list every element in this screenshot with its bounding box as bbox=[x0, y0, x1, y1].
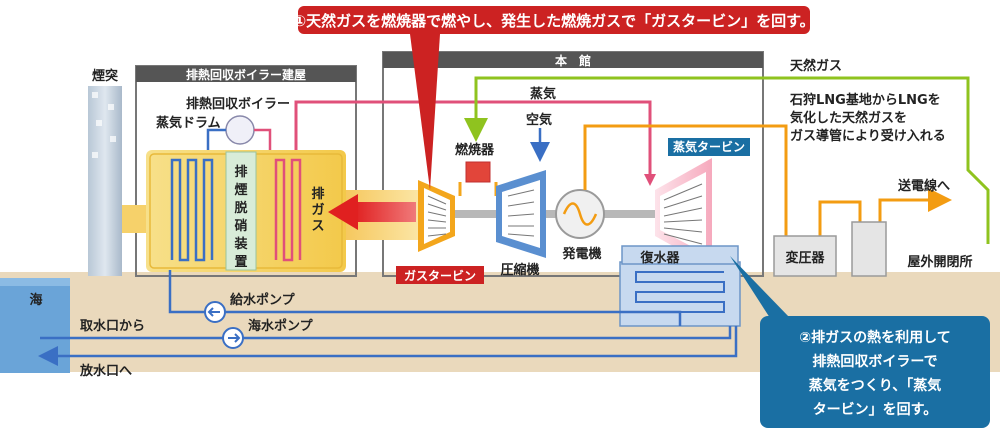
switchyard-label: 屋外開閉所 bbox=[907, 254, 972, 270]
svg-text:ガ: ガ bbox=[311, 203, 324, 218]
exhaust-arrow bbox=[328, 194, 416, 230]
generator bbox=[555, 189, 605, 239]
svg-text:硝: 硝 bbox=[234, 218, 247, 234]
combustor-label: 燃焼器 bbox=[455, 142, 495, 158]
svg-text:煙: 煙 bbox=[234, 182, 247, 198]
feed-pump bbox=[204, 301, 226, 323]
feed-pump-label: 給水ポンプ bbox=[230, 292, 296, 308]
chimney bbox=[88, 86, 122, 276]
power-line bbox=[583, 124, 788, 236]
boiler-building-title: 排熱回収ボイラー建屋 bbox=[186, 67, 306, 82]
svg-text:蒸気をつくり、「蒸気: 蒸気をつくり、「蒸気 bbox=[809, 377, 941, 394]
hrsg-boiler bbox=[146, 150, 346, 272]
steam-line bbox=[294, 100, 652, 180]
intake-label: 取水口から bbox=[80, 318, 145, 334]
switchyard bbox=[851, 221, 887, 277]
lng-note: 石狩LNG基地からLNGを 気化した天然ガスを ガス導管により受け入れる bbox=[789, 92, 946, 144]
feed-water-line bbox=[168, 270, 682, 326]
svg-text:ガス導管により受け入れる: ガス導管により受け入れる bbox=[790, 128, 946, 144]
transformer bbox=[773, 235, 837, 277]
sine-wave-icon bbox=[562, 202, 598, 226]
transformer-label: 変圧器 bbox=[785, 250, 825, 266]
svg-text:②排ガスの熱を利用して: ②排ガスの熱を利用して bbox=[799, 329, 950, 346]
steam-turbine-label: 蒸気タービン bbox=[673, 139, 745, 154]
seawater-pump-label: 海水ポンプ bbox=[248, 318, 314, 334]
transmission-label: 送電線へ bbox=[897, 178, 950, 194]
exhaust-gas-label: 排 ガ ス bbox=[311, 186, 324, 234]
svg-text:石狩LNG基地からLNGを: 石狩LNG基地からLNGを bbox=[789, 92, 941, 108]
main-building bbox=[382, 51, 764, 277]
chimney-label: 煙突 bbox=[92, 68, 118, 84]
arrow-circle-icon bbox=[228, 333, 241, 343]
combustor bbox=[458, 161, 498, 196]
denitration-label: 排 煙 脱 硝 装 置 bbox=[233, 164, 247, 270]
arrow-circle-icon bbox=[207, 307, 220, 317]
svg-text:置: 置 bbox=[234, 255, 247, 270]
seawater-pump bbox=[222, 327, 244, 349]
svg-text:排熱回収ボイラーで: 排熱回収ボイラーで bbox=[812, 353, 937, 370]
steam-drum-label: 蒸気ドラム bbox=[156, 115, 221, 131]
svg-text:排: 排 bbox=[311, 186, 324, 202]
hrsg-label: 排熱回収ボイラー bbox=[186, 96, 290, 112]
compressor-label: 圧縮機 bbox=[500, 262, 539, 278]
steam-turbine bbox=[655, 158, 712, 268]
svg-text:装: 装 bbox=[233, 236, 247, 252]
gas-turbine-label: ガスタービン bbox=[404, 268, 476, 283]
callout-step1: ①天然ガスを燃焼器で燃やし、発生した燃焼ガスで「ガスタービン」を回す。 bbox=[293, 6, 815, 190]
callout-step2: ②排ガスの熱を利用して 排熱回収ボイラーで 蒸気をつくり、「蒸気 タービン」を回… bbox=[730, 256, 990, 428]
compressor bbox=[496, 170, 546, 258]
condenser bbox=[619, 245, 741, 327]
gas-turbine bbox=[418, 180, 455, 252]
seawater-discharge-line bbox=[38, 326, 738, 366]
svg-text:ス: ス bbox=[311, 219, 324, 234]
boiler-building bbox=[135, 65, 357, 277]
sea-label: 海 bbox=[29, 292, 42, 308]
natural-gas-line bbox=[464, 76, 990, 244]
air-label: 空気 bbox=[526, 112, 552, 128]
condenser-label: 復水器 bbox=[639, 250, 680, 266]
seawater-intake-line bbox=[40, 326, 732, 340]
main-building-title: 本 館 bbox=[555, 53, 591, 68]
natural-gas-label: 天然ガス bbox=[790, 58, 842, 74]
steam-drum bbox=[206, 115, 272, 150]
generator-label: 発電機 bbox=[561, 246, 601, 262]
callout-step1-text: ①天然ガスを燃焼器で燃やし、発生した燃焼ガスで「ガスタービン」を回す。 bbox=[293, 12, 814, 30]
svg-text:脱: 脱 bbox=[234, 200, 247, 216]
steam-label: 蒸気 bbox=[530, 86, 556, 102]
svg-text:排: 排 bbox=[234, 164, 247, 180]
svg-text:タービン」を回す。: タービン」を回す。 bbox=[813, 402, 938, 418]
svg-text:気化した天然ガスを: 気化した天然ガスを bbox=[790, 110, 907, 126]
discharge-label: 放水口へ bbox=[79, 363, 132, 379]
